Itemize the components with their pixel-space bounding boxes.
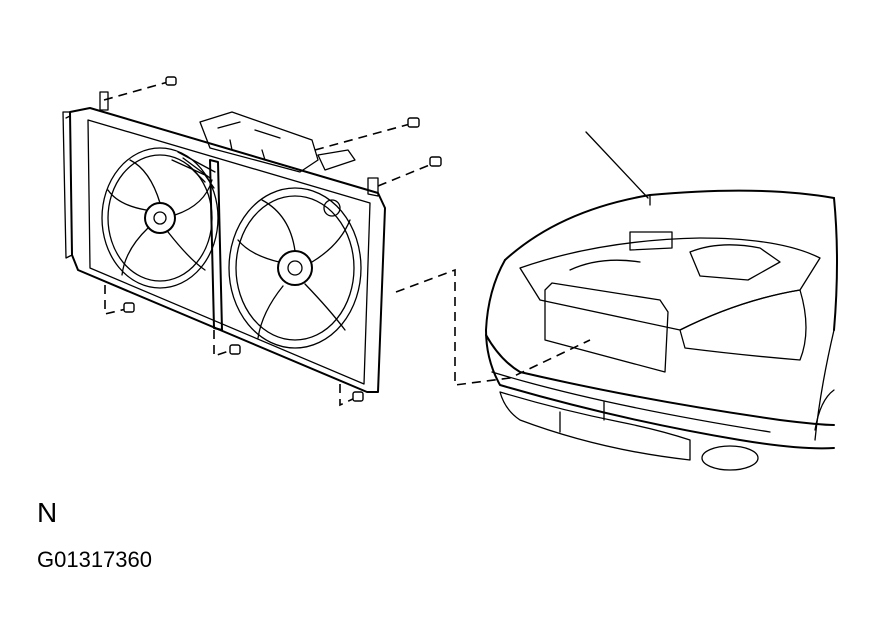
fog-light: [701, 445, 759, 471]
right-fan: [228, 187, 362, 349]
bolt-top-left: [165, 76, 177, 86]
hood-support-rod: [585, 131, 649, 199]
shroud-frame: [69, 107, 386, 393]
left-fan: [101, 147, 219, 289]
engine-components: [544, 231, 781, 373]
fan-motor-housing: [199, 111, 319, 173]
bolt-top-right-2: [429, 156, 442, 167]
right-fan-hub: [277, 250, 313, 286]
left-fan-hub: [144, 202, 176, 234]
bolt-bottom-right: [352, 391, 364, 402]
lower-grille: [499, 391, 691, 461]
figure-code: G01317360: [37, 547, 152, 572]
vehicle-body-outline: [485, 259, 835, 450]
bolt-bottom-middle: [229, 344, 241, 355]
shroud-inner-edge: [87, 119, 371, 385]
shroud-left-flange: [62, 111, 73, 259]
view-letter: N: [37, 497, 58, 528]
vehicle-front: [485, 131, 838, 471]
engine-bay-opening: [519, 237, 821, 331]
fan-shroud-assembly: [62, 91, 386, 393]
bolt-top-right-1: [407, 117, 420, 128]
shroud-grommet: [323, 199, 341, 217]
vehicle-headlight: [679, 289, 807, 361]
shroud-top-tab-left: [99, 91, 109, 111]
wheel-arch: [814, 389, 835, 431]
installation-leader-line: [395, 268, 591, 386]
shroud-center-divider: [209, 159, 223, 331]
shroud-top-tab-right: [367, 177, 379, 197]
mounting-bolts: [103, 76, 442, 407]
bolt-bottom-left: [123, 302, 135, 313]
wiring-harness: [317, 149, 356, 171]
vehicle-front-bumper: [485, 334, 835, 426]
vehicle-hood: [504, 189, 835, 261]
